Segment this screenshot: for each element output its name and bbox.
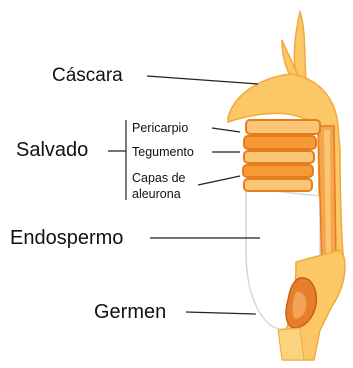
bran-layers	[243, 120, 320, 191]
pericarp-label: Pericarpio	[132, 121, 188, 137]
husk-label: Cáscara	[52, 66, 123, 85]
germ-label: Germen	[94, 302, 166, 322]
aleurone-label-line2: aleurona	[132, 187, 181, 203]
bran-label: Salvado	[16, 140, 88, 160]
aleurone-label-line1: Capas de	[132, 171, 186, 187]
seed-coat-label: Tegumento	[132, 145, 194, 161]
rachilla	[278, 328, 304, 360]
endosperm-label: Endospermo	[10, 228, 123, 248]
